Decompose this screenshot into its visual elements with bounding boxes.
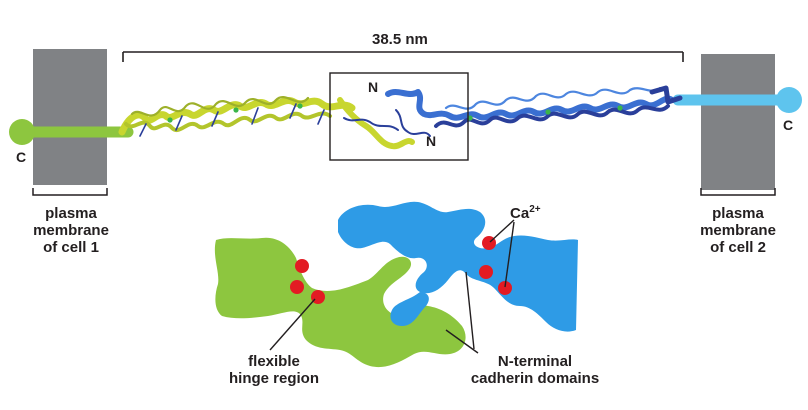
green-cadherin-domains (214, 237, 466, 368)
inset-highlight-box (329, 72, 469, 161)
calcium-leader-1 (489, 219, 515, 243)
membrane-bracket-left (32, 188, 108, 196)
c-terminal-tail-right (672, 87, 802, 113)
cadherin-ribbon-cell-2 (385, 85, 683, 137)
distance-bracket (122, 51, 684, 62)
c-terminal-tail-left (9, 119, 134, 145)
plasma-membrane-cell-1 (33, 49, 107, 185)
calcium-ion (290, 280, 304, 294)
n-terminus-label-top: N (368, 79, 379, 95)
domain-leader-1 (445, 329, 479, 354)
domain-leader-2 (465, 271, 475, 350)
n-terminal-domains-label: N-terminal cadherin domains (470, 353, 600, 387)
membrane-bracket-right (700, 188, 776, 196)
membrane-label-cell-1: plasma membrane of cell 1 (33, 205, 109, 256)
calcium-ion (295, 259, 309, 273)
plasma-membrane-cell-2 (701, 54, 775, 190)
calcium-ion (479, 265, 493, 279)
calcium-leader-2 (504, 221, 515, 288)
hinge-leader (269, 298, 316, 351)
membrane-label-cell-2: plasma membrane of cell 2 (700, 205, 776, 256)
cadherin-ribbon-cell-1 (118, 96, 415, 150)
distance-label: 38.5 nm (372, 31, 428, 48)
c-terminus-label-left: C (16, 149, 27, 165)
c-terminus-label-right: C (783, 117, 794, 133)
blue-hinge-loop (390, 292, 429, 326)
calcium-label: Ca2+ (510, 204, 541, 222)
blue-cadherin-domains (338, 201, 578, 332)
hinge-region-label: flexible hinge region (229, 353, 319, 387)
n-terminus-label-bottom: N (426, 133, 437, 149)
calcium-ion (498, 281, 512, 295)
